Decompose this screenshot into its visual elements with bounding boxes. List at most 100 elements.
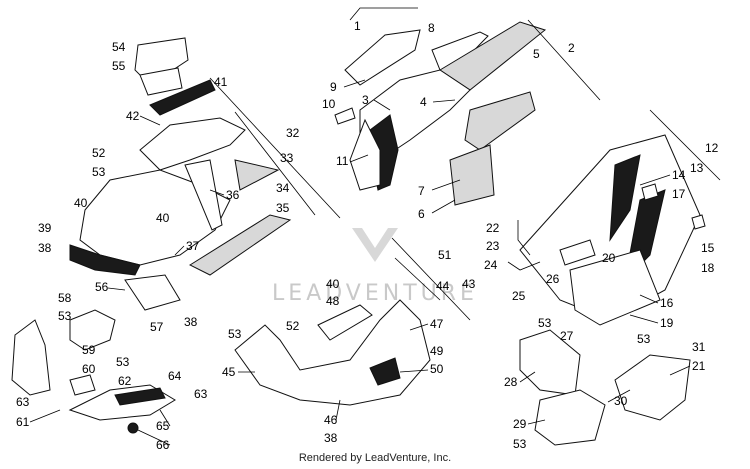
gasket-part-55 (139, 67, 183, 96)
callout-30: 30 (614, 394, 628, 408)
watermark: LEADVENTURE (272, 228, 478, 306)
belly-pan-group (234, 237, 471, 406)
callout-4: 4 (420, 95, 427, 109)
callout-52a: 52 (92, 146, 106, 160)
callout-53f: 53 (637, 332, 651, 346)
bracket-part-36 (184, 159, 223, 231)
callout-10: 10 (322, 97, 336, 111)
callout-19: 19 (660, 316, 674, 330)
callout-49: 49 (430, 344, 444, 358)
clip-part-10 (334, 107, 356, 125)
watermark-logo-icon (352, 228, 398, 262)
callout-47: 47 (430, 317, 444, 331)
clip-part-26 (559, 239, 596, 266)
callout-51: 51 (438, 248, 452, 262)
callout-29: 29 (513, 417, 527, 431)
callout-25: 25 (512, 289, 526, 303)
callout-53d: 53 (228, 327, 242, 341)
callout-22: 22 (486, 221, 500, 235)
watermark-text: LEADVENTURE (272, 281, 478, 306)
callout-11: 11 (336, 154, 349, 168)
callout-57: 57 (150, 320, 164, 334)
bracket-43 (391, 237, 471, 321)
trim-part-48 (317, 304, 373, 341)
callout-40a: 40 (74, 196, 88, 210)
callout-62: 62 (118, 374, 132, 388)
callout-33: 33 (280, 151, 294, 165)
bracket-12 (649, 109, 721, 181)
callout-48: 48 (326, 294, 340, 308)
clip-part-15 (691, 214, 706, 230)
callout-3: 3 (362, 93, 369, 107)
callout-36: 36 (226, 188, 240, 202)
callout-31: 31 (692, 340, 706, 354)
side-panel-top-group (334, 7, 601, 206)
callout-52b: 52 (286, 319, 300, 333)
callout-53c: 53 (116, 355, 130, 369)
callout-65: 65 (156, 419, 170, 433)
callout-58: 58 (58, 291, 72, 305)
callout-8: 8 (428, 21, 435, 35)
callout-20: 20 (602, 251, 616, 265)
callout-6: 6 (418, 207, 425, 221)
side-panel-main (519, 134, 701, 321)
bracket-32 (209, 77, 341, 219)
fastener-part-66 (127, 422, 139, 434)
callout-27: 27 (560, 329, 574, 343)
callout-34: 34 (276, 181, 290, 195)
callout-26: 26 (546, 272, 560, 286)
panel-part-9 (344, 29, 421, 86)
bracket-1 (349, 7, 418, 21)
callout-21: 21 (692, 359, 706, 373)
callout-43: 43 (462, 277, 476, 291)
callout-63b: 63 (194, 387, 208, 401)
hood-part-39 (69, 244, 141, 276)
callouts: 1 2 3 4 5 6 7 8 9 10 11 12 13 14 15 16 1… (16, 19, 719, 452)
callout-41: 41 (214, 75, 228, 89)
callout-23: 23 (486, 239, 500, 253)
callout-60: 60 (82, 362, 96, 376)
callout-45: 45 (222, 365, 236, 379)
callout-17: 17 (672, 187, 686, 201)
leader-lines (29, 79, 691, 446)
side-panel-right-group (507, 109, 721, 326)
callout-46: 46 (324, 413, 338, 427)
callout-13: 13 (690, 161, 704, 175)
part-29 (534, 389, 606, 446)
callout-42: 42 (126, 109, 140, 123)
callout-1: 1 (354, 19, 361, 33)
callout-15: 15 (701, 241, 715, 255)
hood-part-upper (139, 117, 246, 171)
callout-24: 24 (484, 258, 498, 272)
foam-part-4 (464, 91, 536, 151)
callout-38a: 38 (38, 241, 52, 255)
callout-12: 12 (705, 141, 719, 155)
wire-24 (507, 261, 541, 271)
side-panel-lower-19 (569, 249, 661, 326)
callout-63a: 63 (16, 395, 30, 409)
wire-22 (517, 220, 531, 256)
callout-35: 35 (276, 201, 290, 215)
callout-14: 14 (672, 168, 686, 182)
foam-part-6 (449, 144, 495, 206)
panel-part-63 (11, 319, 51, 396)
callout-64: 64 (168, 369, 182, 383)
belly-pan-main (234, 299, 431, 406)
hood-left-group (69, 37, 341, 311)
callout-55: 55 (112, 59, 126, 73)
callout-32: 32 (286, 126, 300, 140)
foam-part-34 (234, 159, 280, 191)
callout-44: 44 (436, 279, 450, 293)
callout-53b: 53 (58, 309, 72, 323)
callout-66: 66 (156, 438, 170, 452)
callout-61: 61 (16, 415, 30, 429)
clip-part-17 (641, 183, 659, 201)
bracket-33 (234, 111, 316, 216)
graphic-stripe-a (609, 154, 641, 242)
foam-part-35 (188, 214, 292, 276)
callout-40b: 40 (156, 211, 170, 225)
graphic-part-50 (369, 357, 401, 386)
lower-right-group (519, 329, 691, 446)
bracket-2 (527, 19, 601, 101)
